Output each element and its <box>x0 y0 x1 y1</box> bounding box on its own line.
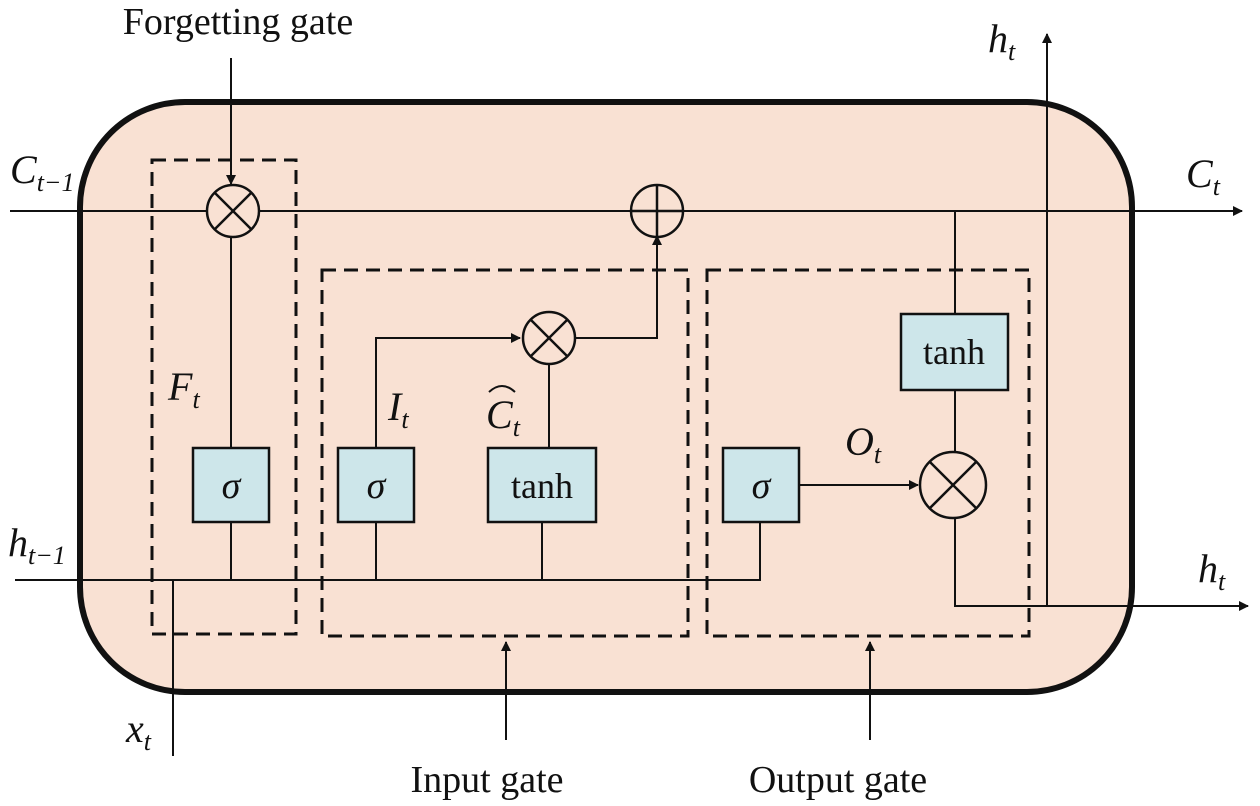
input-mult-to-add <box>575 235 662 339</box>
input-gate-region <box>320 268 690 638</box>
c-next-label: Ct <box>1186 151 1221 201</box>
h-prev-label: ht−1 <box>8 520 66 570</box>
output-gate-region <box>705 268 1031 638</box>
output-tanh-label: tanh <box>923 332 985 372</box>
hidden-input-line <box>15 522 761 581</box>
output-activation-label: Ot <box>845 419 882 469</box>
input-sigma-to-mult <box>375 333 521 448</box>
forget-activation-label: Ft <box>167 364 200 414</box>
lstm-cell-body <box>77 99 1135 695</box>
candidate-state-label: Ct <box>486 385 521 442</box>
x-input-label: xt <box>125 706 152 756</box>
forget-sigmoid-box: σ <box>191 446 271 524</box>
output-sigmoid-box: σ <box>721 446 801 524</box>
output-mult-to-hidden <box>954 519 1249 611</box>
input-sigmoid-box: σ <box>336 446 416 524</box>
input-activation-label: It <box>387 384 409 434</box>
output-gate-label: Output gate <box>749 759 927 801</box>
input-multiply-operator <box>521 310 577 366</box>
cell-add-operator <box>629 183 685 239</box>
c-prev-label: Ct−1 <box>10 147 74 197</box>
input-tanh-label: tanh <box>511 466 573 506</box>
output-tanh-box: tanh <box>899 312 1010 392</box>
output-sigmoid-label: σ <box>752 465 772 507</box>
forget-multiply-operator <box>205 183 261 239</box>
svg-text:Ct: Ct <box>486 392 521 442</box>
forget-gate-label: Forgetting gate <box>123 1 353 43</box>
input-sigmoid-label: σ <box>367 465 387 507</box>
forget-sigmoid-label: σ <box>222 465 242 507</box>
h-out-top-label: ht <box>988 16 1016 66</box>
hat-accent <box>488 385 516 393</box>
output-multiply-operator <box>918 450 988 520</box>
input-tanh-box: tanh <box>486 446 598 524</box>
forget-gate-region <box>150 158 298 636</box>
h-out-right-label: ht <box>1198 546 1226 596</box>
input-gate-label: Input gate <box>410 759 563 801</box>
